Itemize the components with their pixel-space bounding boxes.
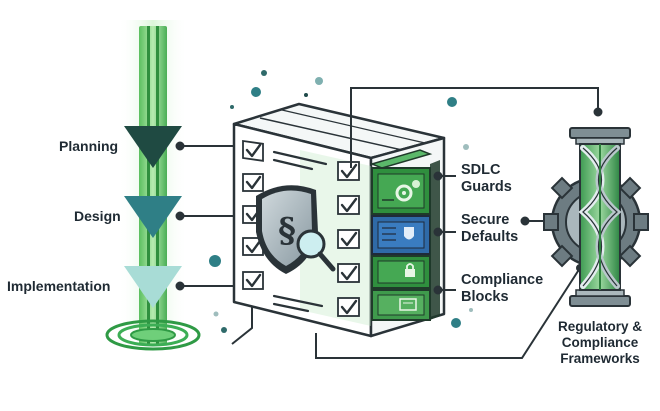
- label-secure-defaults: Secure Defaults: [461, 212, 518, 246]
- label-compliance-blocks-line2: Blocks: [461, 289, 509, 305]
- framework-pillar: [543, 127, 649, 307]
- label-frameworks-line2: Compliance: [561, 335, 639, 350]
- label-secure-defaults-line1: Secure: [461, 212, 510, 228]
- lock-icon: [405, 263, 415, 277]
- label-frameworks-line3: Frameworks: [560, 351, 640, 366]
- sdlc-beam: [105, 20, 201, 351]
- label-sdlc-guards: SDLC Guards: [461, 162, 512, 196]
- lock-module: [371, 255, 431, 289]
- label-compliance-blocks: Compliance Blocks: [461, 272, 543, 306]
- magnifier-icon: [296, 229, 336, 272]
- label-compliance-blocks-line1: Compliance: [461, 272, 544, 288]
- compliance-blocks-module: [371, 289, 431, 321]
- sdlc-guards-module: [369, 149, 433, 215]
- label-frameworks: Regulatory & Compliance Frameworks: [544, 319, 656, 367]
- label-sdlc-guards-line1: SDLC: [461, 162, 501, 178]
- gear-icon: [395, 184, 413, 202]
- planning-arrow: [124, 126, 182, 168]
- secure-defaults-module: [371, 215, 431, 255]
- design-arrow: [124, 196, 182, 238]
- implementation-arrow: [124, 266, 182, 308]
- label-secure-defaults-line2: Defaults: [461, 229, 519, 245]
- label-frameworks-line1: Regulatory &: [557, 319, 642, 334]
- phase-label-implementation: Implementation: [7, 278, 111, 294]
- decorative-dots: [209, 70, 473, 333]
- mini-shield-icon: [404, 227, 414, 240]
- document-lines: [272, 150, 328, 313]
- server-stack: [369, 149, 440, 321]
- phase-label-planning: Planning: [59, 138, 119, 154]
- beam-base-ring: [105, 319, 201, 351]
- svg-text:§: §: [278, 211, 296, 251]
- label-sdlc-guards-line2: Guards: [461, 179, 512, 195]
- phase-connectors: [175, 141, 238, 291]
- phase-label-design: Design: [74, 208, 121, 224]
